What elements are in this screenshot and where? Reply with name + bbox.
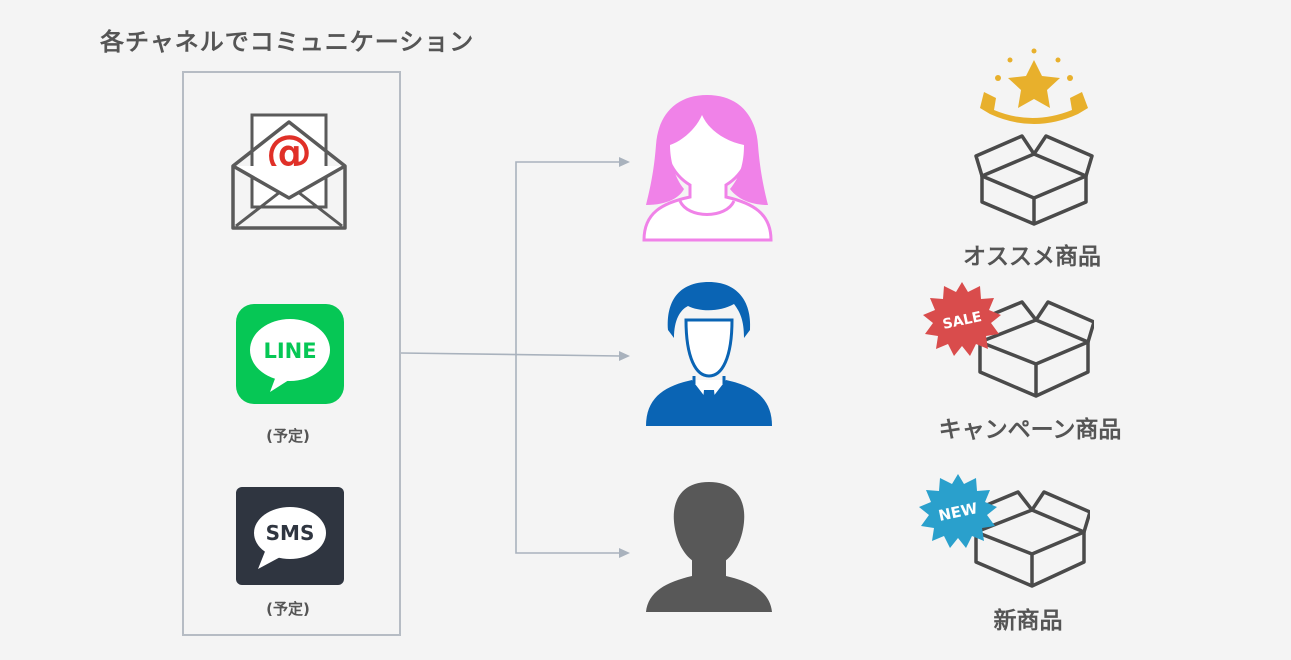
product-label-campaign: キャンペーン商品: [938, 417, 1122, 443]
channel-group-box: [182, 71, 401, 636]
star-ribbon-icon: [980, 48, 1088, 124]
sale-badge: [923, 282, 1001, 356]
line-app-icon: LINE: [236, 304, 344, 404]
sms-caption: (予定): [266, 600, 310, 618]
box-icon: [974, 134, 1094, 226]
recommended-product-icon: [974, 48, 1094, 226]
sms-icon: SMS: [236, 487, 344, 585]
arrow-to-female: [515, 161, 620, 354]
new-badge: [919, 474, 997, 548]
arrow-to-silhouette: [515, 354, 620, 554]
line-caption: (予定): [266, 427, 310, 445]
campaign-product-icon: SALE: [923, 282, 1094, 398]
silhouette-customer-icon: [646, 482, 772, 612]
arrowhead-male: [619, 351, 630, 361]
arrowhead-female: [619, 157, 630, 167]
email-icon: @: [231, 113, 347, 230]
box-icon: [968, 490, 1090, 588]
product-label-recommended: オススメ商品: [963, 244, 1101, 270]
arrowhead-silhouette: [619, 548, 630, 558]
new-product-icon: NEW: [919, 474, 1090, 588]
sms-icon-text: SMS: [266, 521, 315, 545]
arrow-to-male: [400, 352, 621, 357]
line-icon-text: LINE: [263, 339, 316, 363]
product-label-new: 新商品: [993, 608, 1063, 634]
female-customer-icon: [642, 95, 773, 242]
male-customer-icon: [646, 282, 772, 426]
page-title: 各チャネルでコミュニケーション: [100, 28, 475, 56]
